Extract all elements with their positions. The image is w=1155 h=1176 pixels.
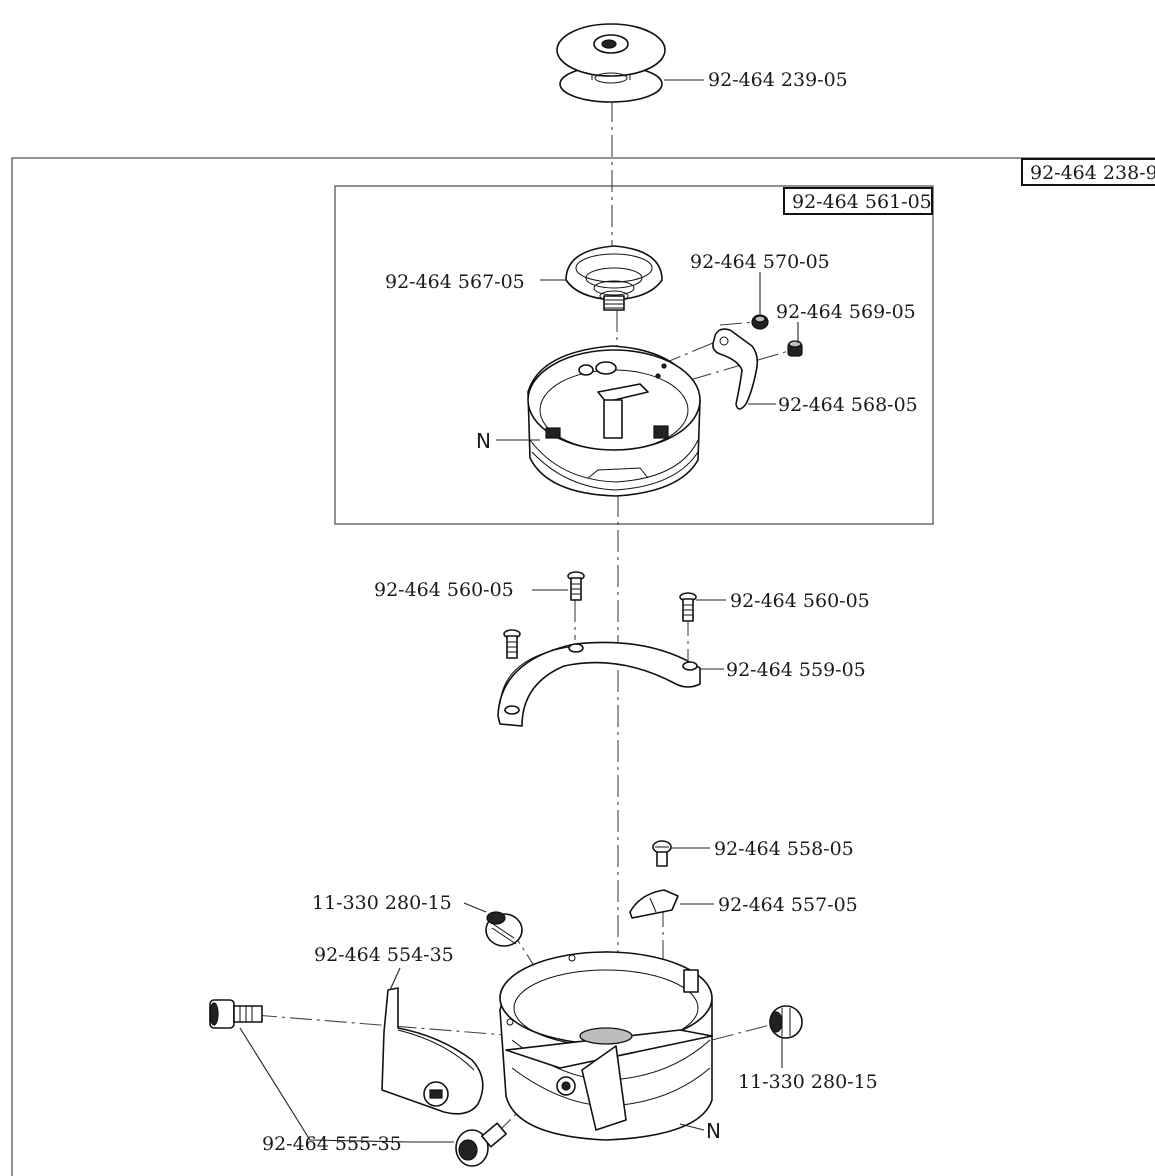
rotary-hook-part [499, 951, 713, 1141]
screw-570-part [751, 314, 769, 330]
callout-bobbin-case-cap: 92-464 567-05 [385, 271, 525, 293]
callout-labels: 92-464 239-05 92-464 567-05 92-464 570-0… [262, 69, 918, 1155]
callout-screw-570: 92-464 570-05 [690, 251, 830, 273]
guard-557-part [629, 889, 679, 919]
sub-assembly-frame [334, 185, 934, 525]
callout-screw-569: 92-464 569-05 [776, 301, 916, 323]
assembly-number-label: 92-464 238-9 [1030, 162, 1155, 184]
screw-569-part [787, 340, 803, 357]
callout-screw-555: 92-464 555-35 [262, 1133, 402, 1155]
label-boxes: 92-464 238-9 92-464 561-05 [783, 158, 1155, 215]
callout-set-screw-top: 11-330 280-15 [312, 892, 452, 914]
callout-n-upper: N [476, 429, 491, 453]
callout-screw-560-left: 92-464 560-05 [374, 579, 514, 601]
callout-set-screw-right: 11-330 280-15 [738, 1071, 878, 1093]
screw-555-bottom-part [455, 1122, 507, 1167]
bobbin-case-cap-part [565, 245, 663, 311]
tension-spring-part [712, 328, 759, 410]
screw-560-right-part [679, 592, 697, 622]
screw-560-left-part [503, 629, 521, 659]
callout-spring-568: 92-464 568-05 [778, 394, 918, 416]
callout-n-lower: N [706, 1119, 721, 1143]
callout-plate-554: 92-464 554-35 [314, 944, 454, 966]
callout-gib-559: 92-464 559-05 [726, 659, 866, 681]
assembly-frame [11, 157, 1155, 1176]
screw-560-center-part [567, 571, 585, 601]
callout-screw-560-right: 92-464 560-05 [730, 590, 870, 612]
screw-558-part [652, 840, 672, 867]
set-screw-top-part [485, 911, 523, 947]
assembly-number-box [1021, 158, 1155, 186]
gib-ring-part [497, 641, 701, 727]
screw-555-left-part [209, 999, 263, 1029]
sub-assembly-number-label: 92-464 561-05 [792, 191, 932, 213]
sub-assembly-number-box [783, 187, 933, 215]
bobbin-case-part [527, 345, 701, 497]
plate-554-part [381, 987, 484, 1115]
leader-lines [239, 79, 799, 1143]
callout-guard-557: 92-464 557-05 [718, 894, 858, 916]
callout-screw-558: 92-464 558-05 [714, 838, 854, 860]
bobbin-part [556, 23, 666, 103]
set-screw-right-part [769, 1005, 803, 1039]
callout-bobbin: 92-464 239-05 [708, 69, 848, 91]
